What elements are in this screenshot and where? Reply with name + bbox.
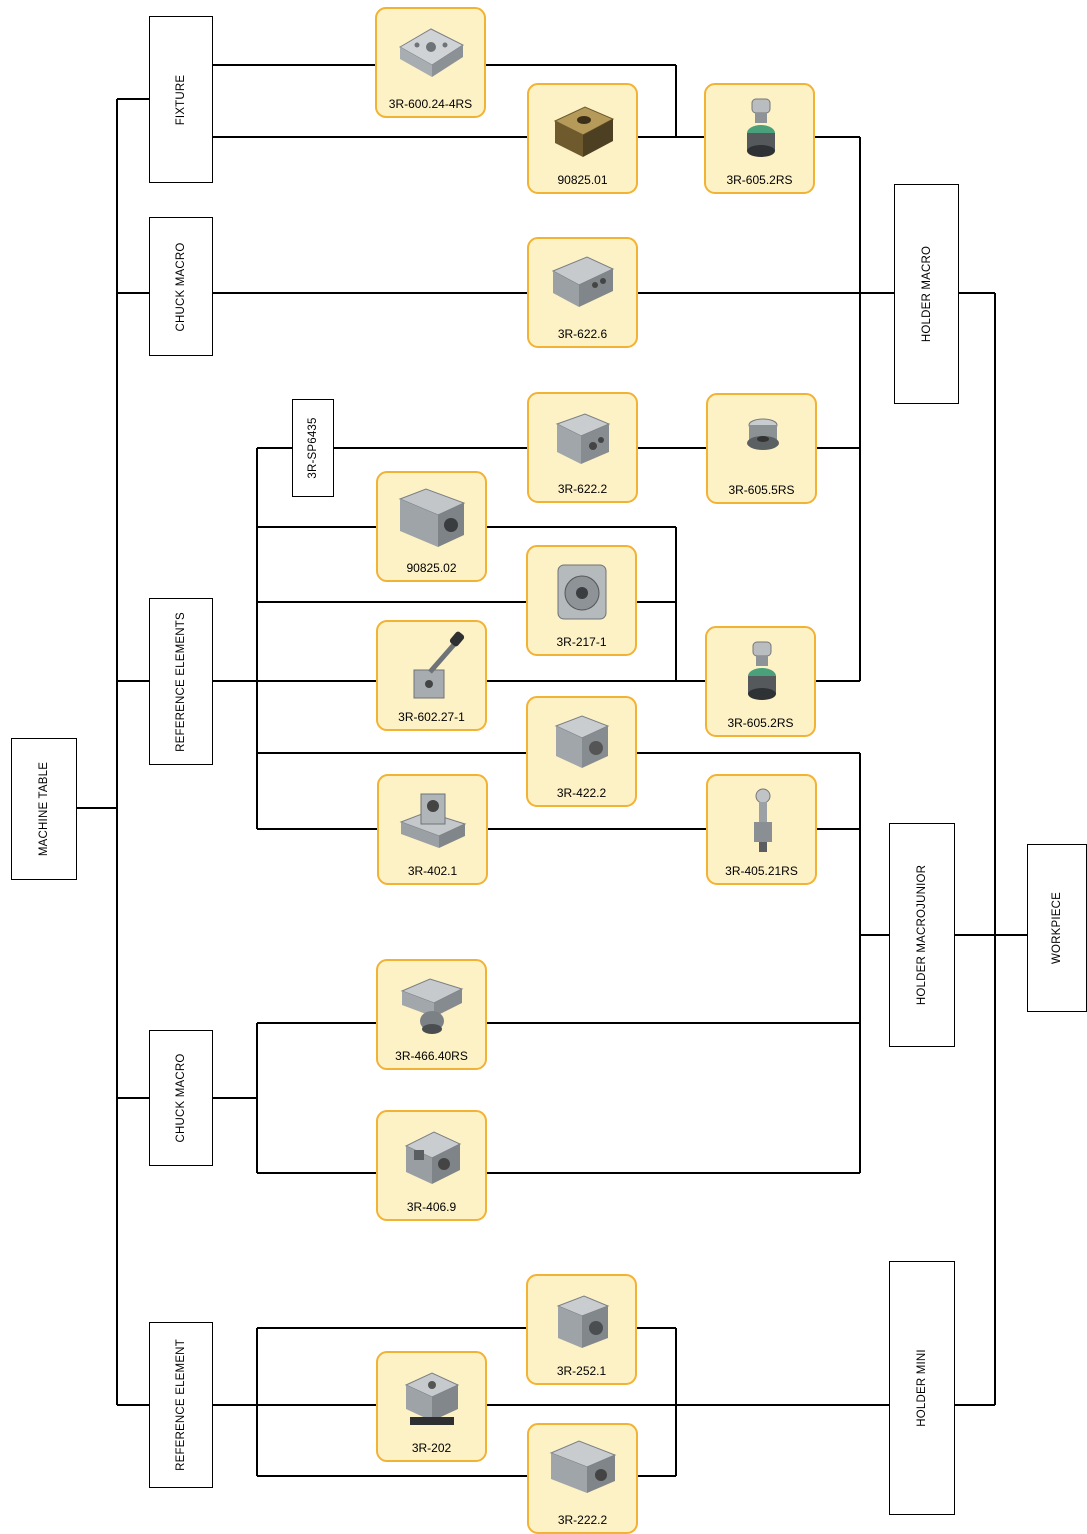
- part-card-622-2: 3R-622.2: [527, 392, 638, 503]
- part-card-402-1: 3R-402.1: [377, 774, 488, 885]
- holder-mini-label: HOLDER MINI: [916, 1349, 928, 1427]
- part-label: 3R-600.24-4RS: [388, 97, 473, 111]
- part-card-605-5rs: 3R-605.5RS: [706, 393, 817, 504]
- chuck-macro-bottom-box: CHUCK MACRO: [149, 1030, 213, 1166]
- part-label: 3R-605.2RS: [727, 716, 794, 730]
- part-label: 90825.01: [557, 173, 608, 187]
- sp6435-label: 3R-SP6435: [307, 417, 319, 479]
- part-card-405-21rs: 3R-405.21RS: [706, 774, 817, 885]
- part-card-605-2rs-top: 3R-605.2RS: [704, 83, 815, 194]
- part-label: 3R-602.27-1: [398, 710, 465, 724]
- part-label: 3R-217-1: [556, 635, 607, 649]
- round-chuck-icon: [557, 564, 607, 620]
- reference-element-box: REFERENCE ELEMENT: [149, 1322, 213, 1488]
- holder-block-icon: [399, 793, 467, 848]
- chuck-block-icon: [555, 413, 611, 464]
- part-card-202: 3R-202: [376, 1351, 487, 1462]
- part-label: 3R-402.1: [407, 864, 458, 878]
- chuck-block-icon: [551, 256, 615, 307]
- part-card-222-2: 3R-222.2: [527, 1423, 638, 1534]
- holder-macrojunior-label: HOLDER MACROJUNIOR: [916, 864, 928, 1006]
- part-label: 3R-202: [411, 1441, 452, 1455]
- part-card-90825-02: 90825.02: [376, 471, 487, 582]
- holder-macro-box: HOLDER MACRO: [894, 184, 959, 404]
- lever-clamp-icon: [413, 631, 465, 699]
- holder-macro-label: HOLDER MACRO: [920, 245, 933, 343]
- part-label: 3R-406.9: [406, 1200, 457, 1214]
- part-card-600-24-4rs: 3R-600.24-4RS: [375, 7, 486, 118]
- reference-element-label: REFERENCE ELEMENT: [175, 1339, 187, 1471]
- reference-elements-label: REFERENCE ELEMENTS: [175, 611, 187, 752]
- chuck-block-icon: [404, 1131, 462, 1184]
- square-pallet-icon: [404, 1372, 460, 1425]
- part-label: 3R-422.2: [556, 786, 607, 800]
- part-card-602-27-1: 3R-602.27-1: [376, 620, 487, 731]
- part-label: 3R-466.40RS: [395, 1049, 468, 1063]
- part-label: 3R-252.1: [556, 1364, 607, 1378]
- sp6435-box: 3R-SP6435: [292, 399, 334, 497]
- part-card-252-1: 3R-252.1: [526, 1274, 637, 1385]
- workpiece-box: WORKPIECE: [1027, 844, 1087, 1012]
- drawbar-icon: [747, 98, 775, 157]
- part-label: 90825.02: [406, 561, 457, 575]
- chuck-block-icon: [554, 715, 610, 768]
- part-card-422-2: 3R-422.2: [526, 696, 637, 807]
- part-label: 3R-405.21RS: [725, 864, 798, 878]
- long-block-icon: [398, 488, 466, 547]
- part-card-622-6: 3R-622.6: [527, 237, 638, 348]
- part-card-90825-01: 90825.01: [527, 83, 638, 194]
- part-label: 3R-622.6: [557, 327, 608, 341]
- chuck-macro-top-label: CHUCK MACRO: [175, 241, 187, 332]
- drawbar-icon: [748, 641, 776, 700]
- machine-table-label: MACHINE TABLE: [38, 761, 50, 857]
- part-label: 3R-622.2: [557, 482, 608, 496]
- part-label: 3R-605.2RS: [726, 173, 793, 187]
- part-label: 3R-222.2: [557, 1513, 608, 1527]
- chuck-macro-bottom-label: CHUCK MACRO: [175, 1053, 187, 1143]
- holder-macrojunior-box: HOLDER MACROJUNIOR: [889, 823, 955, 1047]
- fixture-label: FIXTURE: [175, 74, 187, 125]
- square-pallet-icon: [398, 28, 465, 77]
- part-card-466-40rs: 3R-466.40RS: [376, 959, 487, 1070]
- holder-block-icon: [400, 978, 464, 1034]
- reference-elements-box: REFERENCE ELEMENTS: [149, 598, 213, 765]
- part-card-217-1: 3R-217-1: [526, 545, 637, 656]
- holder-mini-box: HOLDER MINI: [889, 1261, 955, 1515]
- long-block-icon: [549, 1440, 617, 1493]
- fixture-box: FIXTURE: [149, 16, 213, 183]
- short-drawbar-icon: [747, 418, 779, 450]
- part-card-406-9: 3R-406.9: [376, 1110, 487, 1221]
- part-card-605-2rs-mid: 3R-605.2RS: [705, 626, 816, 737]
- workpiece-label: WORKPIECE: [1051, 891, 1063, 965]
- part-label: 3R-605.5RS: [728, 483, 795, 497]
- chuck-block-icon: [556, 1295, 610, 1348]
- brass-block-icon: [553, 106, 615, 157]
- chuck-macro-top-box: CHUCK MACRO: [149, 217, 213, 356]
- pin-icon: [754, 788, 772, 852]
- machine-table-box: MACHINE TABLE: [11, 738, 77, 880]
